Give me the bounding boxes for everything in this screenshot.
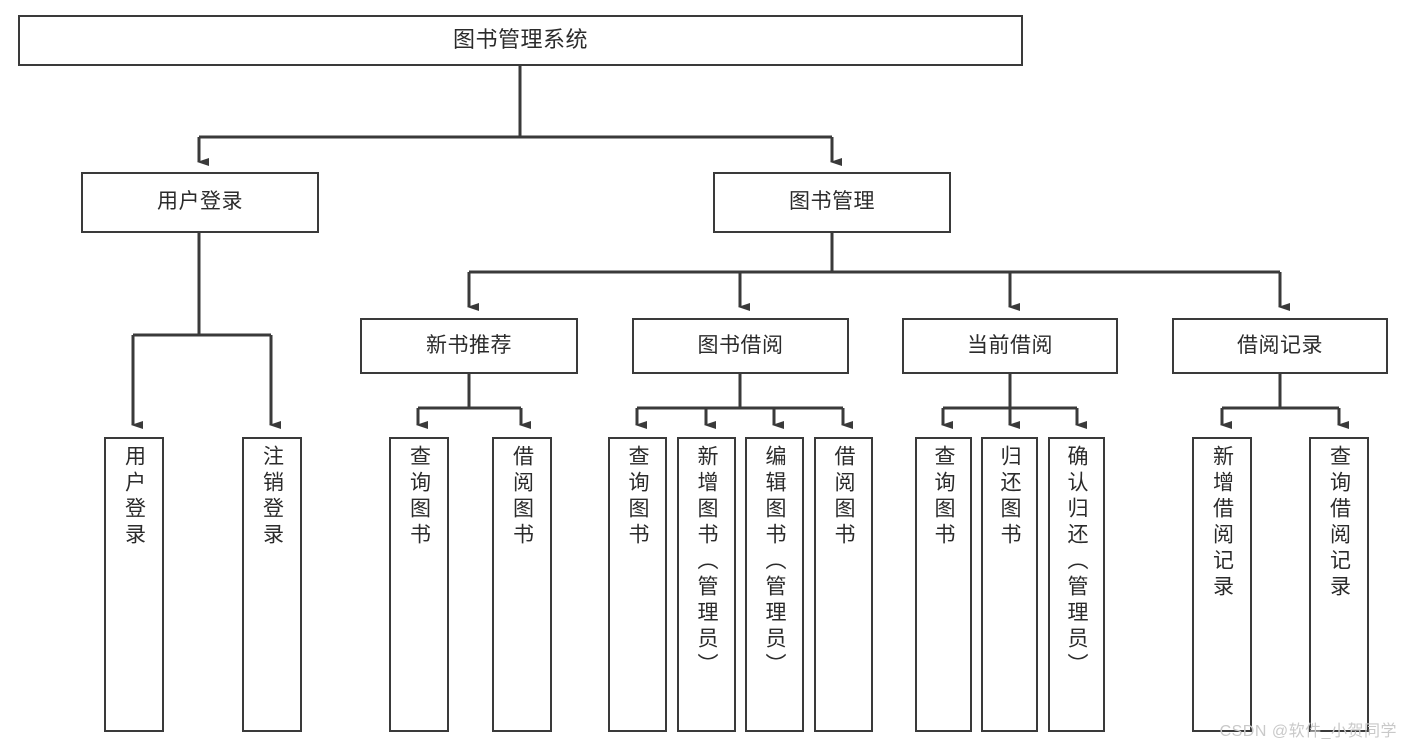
leaf-query-book-recommend[interactable]: 查询图书 — [389, 437, 449, 732]
node-label: 注销登录 — [260, 445, 284, 549]
node-label: 图书管理系统 — [452, 27, 588, 53]
node-current-borrow[interactable]: 当前借阅 — [902, 318, 1118, 374]
node-book-management[interactable]: 图书管理 — [713, 172, 951, 233]
node-borrow-record[interactable]: 借阅记录 — [1172, 318, 1388, 374]
node-label: 图书借阅 — [697, 333, 784, 357]
node-label: 查询借阅记录 — [1327, 445, 1351, 601]
node-label: 新增借阅记录 — [1210, 445, 1234, 601]
node-label: 借阅图书 — [510, 445, 534, 549]
node-label: 查询图书 — [626, 445, 649, 549]
node-label: 确认归还（管理员） — [1065, 445, 1088, 679]
node-label: 归还图书 — [998, 445, 1021, 549]
leaf-add-borrow-record[interactable]: 新增借阅记录 — [1192, 437, 1252, 732]
node-label: 编辑图书（管理员） — [763, 445, 786, 679]
node-label: 图书管理 — [789, 190, 875, 214]
node-label: 用户登录 — [157, 190, 243, 214]
node-label: 查询图书 — [407, 445, 431, 549]
leaf-user-login[interactable]: 用户登录 — [104, 437, 164, 732]
csdn-watermark: CSDN @软件_小贺同学 — [1219, 723, 1397, 740]
node-user-login[interactable]: 用户登录 — [81, 172, 319, 233]
node-label: 查询图书 — [932, 445, 955, 549]
leaf-query-book-current[interactable]: 查询图书 — [915, 437, 972, 732]
node-label: 借阅图书 — [832, 445, 855, 549]
node-label: 用户登录 — [122, 445, 146, 549]
leaf-confirm-return-admin[interactable]: 确认归还（管理员） — [1048, 437, 1105, 732]
node-label: 新书推荐 — [426, 333, 512, 357]
leaf-query-borrow-record[interactable]: 查询借阅记录 — [1309, 437, 1369, 732]
node-book-borrow[interactable]: 图书借阅 — [632, 318, 849, 374]
leaf-borrow-book-recommend[interactable]: 借阅图书 — [492, 437, 552, 732]
leaf-logout-login[interactable]: 注销登录 — [242, 437, 302, 732]
node-label: 新增图书（管理员） — [695, 445, 718, 679]
leaf-add-book-admin[interactable]: 新增图书（管理员） — [677, 437, 736, 732]
leaf-return-book[interactable]: 归还图书 — [981, 437, 1038, 732]
node-label: 借阅记录 — [1237, 333, 1323, 357]
leaf-edit-book-admin[interactable]: 编辑图书（管理员） — [745, 437, 804, 732]
node-root-book-management-system[interactable]: 图书管理系统 — [18, 15, 1023, 66]
leaf-query-book-borrow[interactable]: 查询图书 — [608, 437, 667, 732]
node-label: 当前借阅 — [967, 333, 1053, 357]
node-new-book-recommend[interactable]: 新书推荐 — [360, 318, 578, 374]
leaf-borrow-book-borrow[interactable]: 借阅图书 — [814, 437, 873, 732]
